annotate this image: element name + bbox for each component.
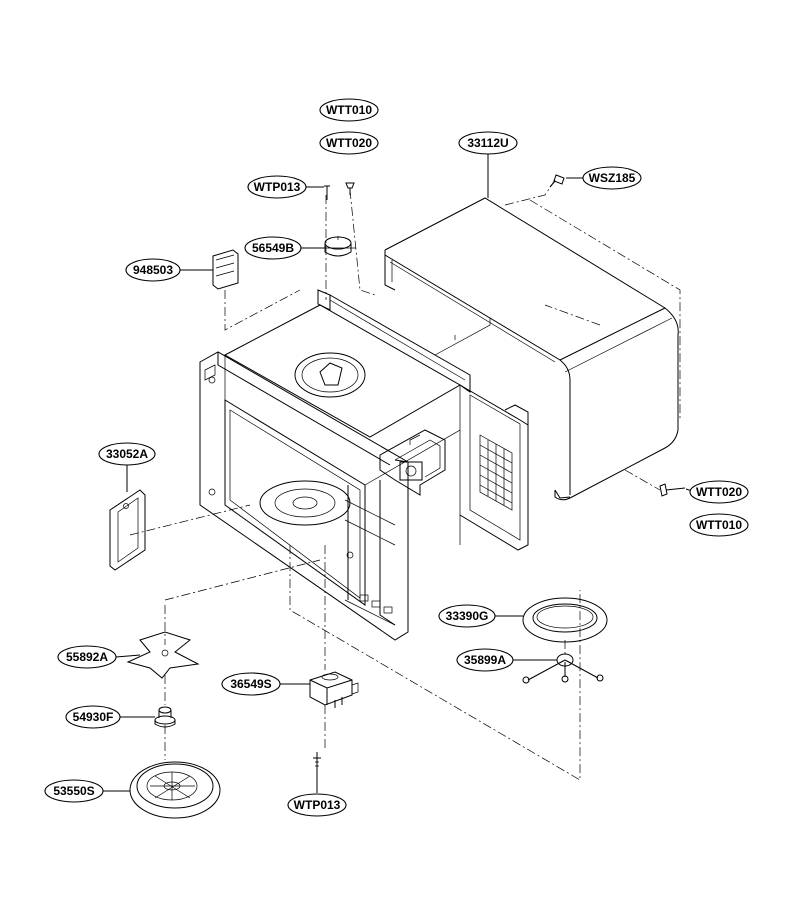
shaft (154, 706, 176, 728)
vent-grid (479, 434, 513, 511)
label-56549b: 56549B (244, 236, 302, 260)
alignment-lines (129, 179, 681, 781)
turntable-ring (522, 597, 608, 643)
label-text: WTT020 (326, 136, 372, 150)
label-text: 56549B (252, 241, 294, 255)
label-53550s: 53550S (44, 779, 104, 803)
mica-cover (212, 249, 239, 290)
label-wtt010-right: WTT010 (689, 513, 749, 537)
label-55892a: 55892A (57, 645, 117, 669)
label-54930f: 54930F (65, 705, 121, 729)
label-text: 33390G (446, 609, 489, 623)
label-33052a: 33052A (98, 442, 156, 466)
label-36549s: 36549S (221, 672, 281, 696)
motor-56549b (320, 236, 356, 257)
label-text: WTT010 (326, 103, 372, 117)
cavity-frame (199, 289, 529, 641)
label-wtt010-top: WTT010 (319, 98, 379, 122)
label-33112u: 33112U (458, 131, 518, 155)
screws (313, 174, 686, 772)
turntable-motor (309, 671, 359, 708)
label-text: 948503 (133, 263, 173, 277)
label-wtp013-bottom: WTP013 (287, 793, 347, 817)
waveguide-cover (109, 489, 146, 571)
label-text: WTP013 (294, 798, 341, 812)
label-948503: 948503 (125, 258, 181, 282)
label-text: 36549S (230, 677, 271, 691)
label-text: WSZ185 (589, 171, 636, 185)
label-text: WTT010 (696, 518, 742, 532)
label-text: 33052A (106, 447, 148, 461)
label-text: 54930F (73, 710, 114, 724)
label-wtt020-top: WTT020 (319, 131, 379, 155)
label-text: 55892A (66, 650, 108, 664)
label-33390g: 33390G (438, 604, 496, 628)
roller-ring (129, 761, 221, 819)
label-text: 33112U (467, 136, 508, 150)
label-wtt020-right: WTT020 (689, 480, 749, 504)
leader-lines (103, 153, 693, 793)
label-text: WTT020 (696, 485, 742, 499)
label-wsz185: WSZ185 (582, 166, 642, 190)
roller-support (522, 653, 604, 684)
coupler (126, 631, 200, 679)
label-35899a: 35899A (456, 648, 514, 672)
label-text: WTP013 (254, 180, 301, 194)
label-text: 35899A (464, 653, 506, 667)
label-text: 53550S (53, 784, 94, 798)
outer-case (384, 197, 679, 501)
label-wtp013-top: WTP013 (247, 175, 307, 199)
